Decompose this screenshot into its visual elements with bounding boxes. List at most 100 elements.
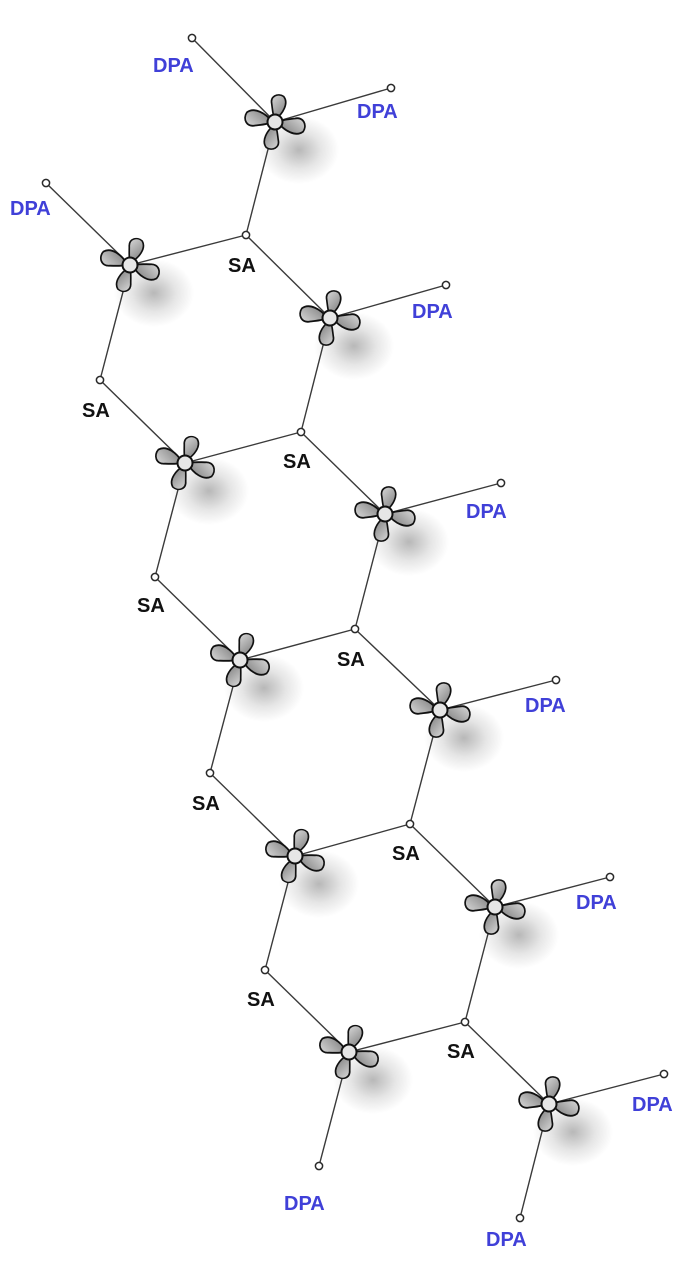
ligand-lobe xyxy=(354,501,384,519)
bond-line xyxy=(154,576,241,661)
dpa-atom xyxy=(187,33,197,43)
ligand-lobe xyxy=(238,632,255,659)
ligand-lobe xyxy=(483,908,500,935)
dpa-label: DPA xyxy=(357,101,398,123)
metal-center xyxy=(121,256,139,274)
bond-line xyxy=(329,284,447,319)
metal-shadow xyxy=(314,312,394,380)
ligand-lobe xyxy=(441,705,471,723)
ligand-lobe xyxy=(270,94,287,121)
metal-node xyxy=(319,1024,379,1080)
bond-line xyxy=(354,628,441,711)
sa-atom xyxy=(241,230,251,240)
bond-line xyxy=(239,628,356,661)
metal-center xyxy=(176,454,194,472)
sa-atom xyxy=(350,624,360,634)
ligand-lobe xyxy=(435,682,452,709)
ligand-lobe xyxy=(464,894,494,912)
bond-line xyxy=(548,1073,665,1105)
bond-line xyxy=(439,679,557,711)
ligand-lobe xyxy=(409,697,439,715)
sa-atom xyxy=(460,1017,470,1027)
ligand-lobe xyxy=(537,1105,554,1132)
metal-node xyxy=(155,435,215,491)
dpa-label: DPA xyxy=(525,695,566,717)
metal-center xyxy=(321,309,339,327)
sa-atom xyxy=(150,572,160,582)
sa-label: SA xyxy=(247,989,275,1011)
bond-line xyxy=(129,234,247,266)
metal-center xyxy=(340,1043,358,1061)
ligand-lobe xyxy=(490,879,507,906)
dpa-atom xyxy=(314,1161,324,1171)
ligand-lobe xyxy=(276,117,306,135)
ligand-lobe xyxy=(155,447,184,465)
ligand-lobe xyxy=(428,711,445,738)
ligand-lobe xyxy=(244,109,274,127)
metal-shadow xyxy=(169,457,249,525)
ligand-lobe xyxy=(186,461,215,479)
dpa-atom xyxy=(496,478,506,488)
ligand-lobe xyxy=(380,486,397,513)
metal-node xyxy=(409,682,471,738)
sa-label: SA xyxy=(283,451,311,473)
ligand-lobe xyxy=(296,854,325,872)
metal-node xyxy=(464,879,526,935)
ligand-lobe xyxy=(318,319,335,346)
sa-atom xyxy=(405,819,415,829)
sa-atom xyxy=(205,768,215,778)
shadow-layer xyxy=(114,116,613,1166)
sa-label: SA xyxy=(82,400,110,422)
metal-center xyxy=(486,898,504,916)
ligand-lobe xyxy=(100,249,129,267)
bond-line xyxy=(409,823,496,908)
dpa-label: DPA xyxy=(284,1193,325,1215)
ligand-lobe xyxy=(550,1099,580,1117)
dpa-label: DPA xyxy=(412,301,453,323)
ligand-lobe xyxy=(325,290,342,317)
metal-node xyxy=(518,1076,580,1132)
dpa-atom xyxy=(41,178,51,188)
sa-label: SA xyxy=(447,1041,475,1063)
bond-line xyxy=(294,823,411,857)
ligand-lobe xyxy=(334,1053,351,1080)
metal-node xyxy=(354,486,416,542)
ligand-lobe xyxy=(280,857,297,884)
ligand-lobe xyxy=(170,464,187,491)
ligand-lobe xyxy=(386,509,416,527)
dpa-label: DPA xyxy=(576,892,617,914)
dpa-atom xyxy=(605,872,615,882)
bond-line xyxy=(45,182,131,266)
bond-line xyxy=(99,379,186,464)
bond-line xyxy=(300,431,386,515)
sa-label: SA xyxy=(192,793,220,815)
ligand-lobe xyxy=(350,1050,379,1068)
ligand-lobe xyxy=(373,515,390,542)
sa-atom xyxy=(260,965,270,975)
dpa-label: DPA xyxy=(466,501,507,523)
ligand-lobe xyxy=(496,902,526,920)
metal-node xyxy=(244,94,306,150)
metal-center xyxy=(266,113,284,131)
bond-line xyxy=(348,1021,466,1053)
ligand-lobe xyxy=(131,263,160,281)
dpa-atom xyxy=(515,1213,525,1223)
metal-center xyxy=(231,651,249,669)
dpa-atom xyxy=(659,1069,669,1079)
ligand-lobe xyxy=(265,840,294,858)
bond-line xyxy=(264,969,350,1053)
metal-center xyxy=(286,847,304,865)
sa-label: SA xyxy=(228,255,256,277)
metal-node-layer xyxy=(100,94,580,1132)
sa-label: SA xyxy=(137,595,165,617)
ligand-lobe xyxy=(293,828,310,855)
bond-line xyxy=(274,87,392,123)
metal-shadow xyxy=(424,704,504,772)
dpa-atom xyxy=(441,280,451,290)
ligand-lobe xyxy=(128,237,145,264)
sa-atom xyxy=(95,375,105,385)
dpa-label: DPA xyxy=(10,198,51,220)
bond-line xyxy=(184,431,302,464)
sa-label: SA xyxy=(337,649,365,671)
